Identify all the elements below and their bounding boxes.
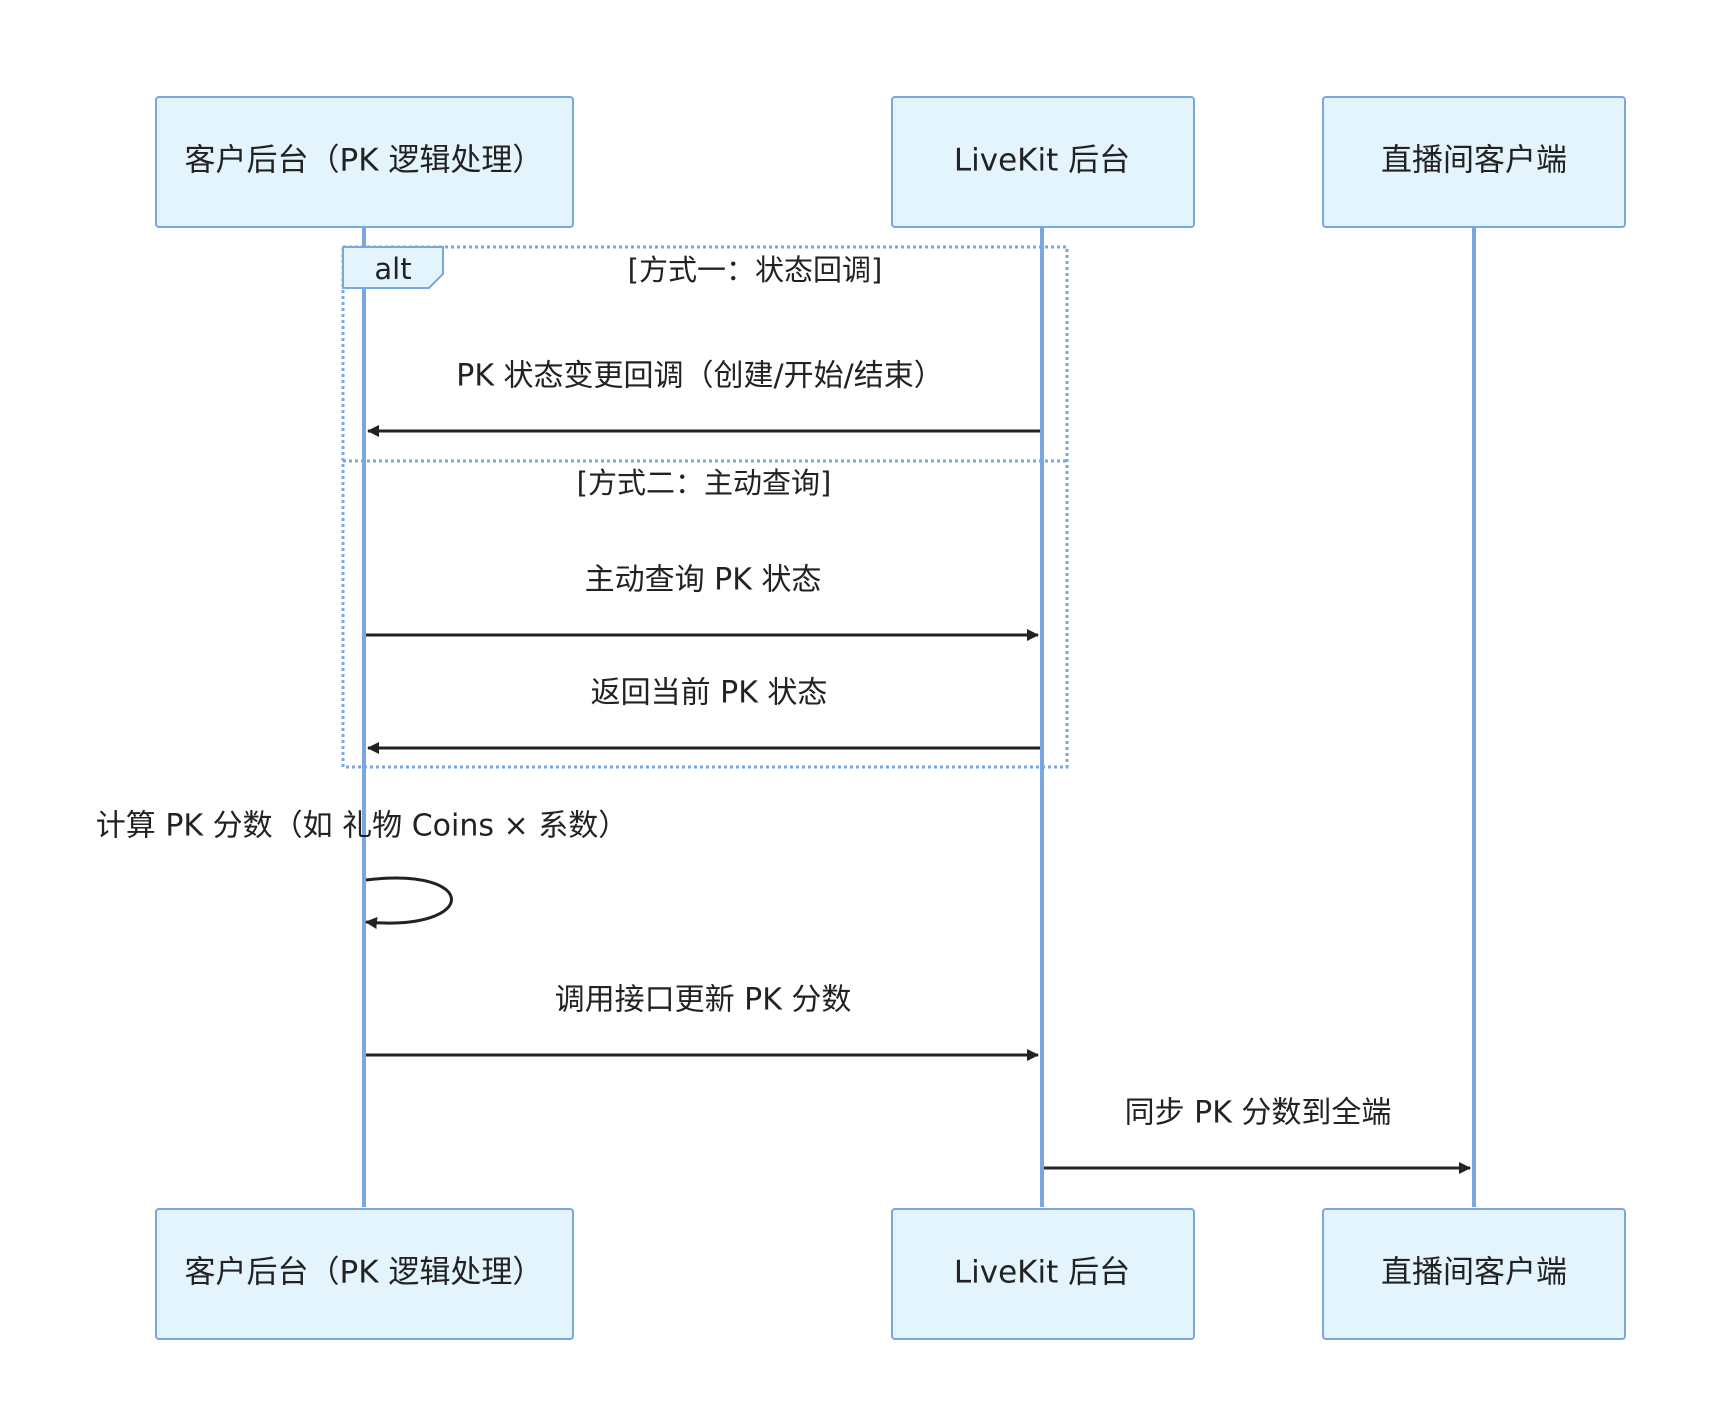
message-label: 调用接口更新 PK 分数	[555, 983, 852, 1018]
message-label: PK 状态变更回调（创建/开始/结束）	[456, 359, 944, 394]
actor-livekit-backend-bottom: LiveKit 后台	[891, 1208, 1195, 1340]
alt-condition-2: [方式二：主动查询]	[577, 466, 832, 500]
message-status-callback: PK 状态变更回调（创建/开始/结束）	[367, 359, 1040, 437]
message-return-status: 返回当前 PK 状态	[367, 676, 1040, 754]
actor-label: LiveKit 后台	[954, 1255, 1130, 1291]
message-label: 同步 PK 分数到全端	[1125, 1096, 1392, 1131]
actor-label: 客户后台（PK 逻辑处理）	[185, 1255, 544, 1291]
actor-live-room-client-top: 直播间客户端	[1322, 96, 1626, 228]
alt-keyword: alt	[374, 252, 411, 286]
self-loop-arrow	[365, 876, 453, 929]
actor-livekit-backend-top: LiveKit 后台	[891, 96, 1195, 228]
actor-label: 直播间客户端	[1381, 1255, 1567, 1291]
message-active-query: 主动查询 PK 状态	[366, 563, 1039, 641]
alt-label-box	[342, 246, 444, 289]
message-sync-score: 同步 PK 分数到全端	[1044, 1096, 1471, 1174]
actor-label: 客户后台（PK 逻辑处理）	[185, 143, 544, 179]
message-calculate-score: 计算 PK 分数（如 礼物 Coins × 系数）	[96, 809, 628, 929]
alt-frame: alt [方式一：状态回调] [方式二：主动查询]	[341, 245, 1069, 769]
message-label: 主动查询 PK 状态	[585, 563, 822, 598]
actor-label: 直播间客户端	[1381, 143, 1567, 179]
message-update-score: 调用接口更新 PK 分数	[366, 983, 1039, 1061]
actor-customer-backend-bottom: 客户后台（PK 逻辑处理）	[155, 1208, 574, 1340]
message-label: 计算 PK 分数（如 礼物 Coins × 系数）	[96, 809, 628, 844]
actor-live-room-client-bottom: 直播间客户端	[1322, 1208, 1626, 1340]
actor-label: LiveKit 后台	[954, 143, 1130, 179]
actor-customer-backend-top: 客户后台（PK 逻辑处理）	[155, 96, 574, 228]
alt-condition-1: [方式一：状态回调]	[628, 253, 883, 287]
message-label: 返回当前 PK 状态	[591, 676, 828, 711]
